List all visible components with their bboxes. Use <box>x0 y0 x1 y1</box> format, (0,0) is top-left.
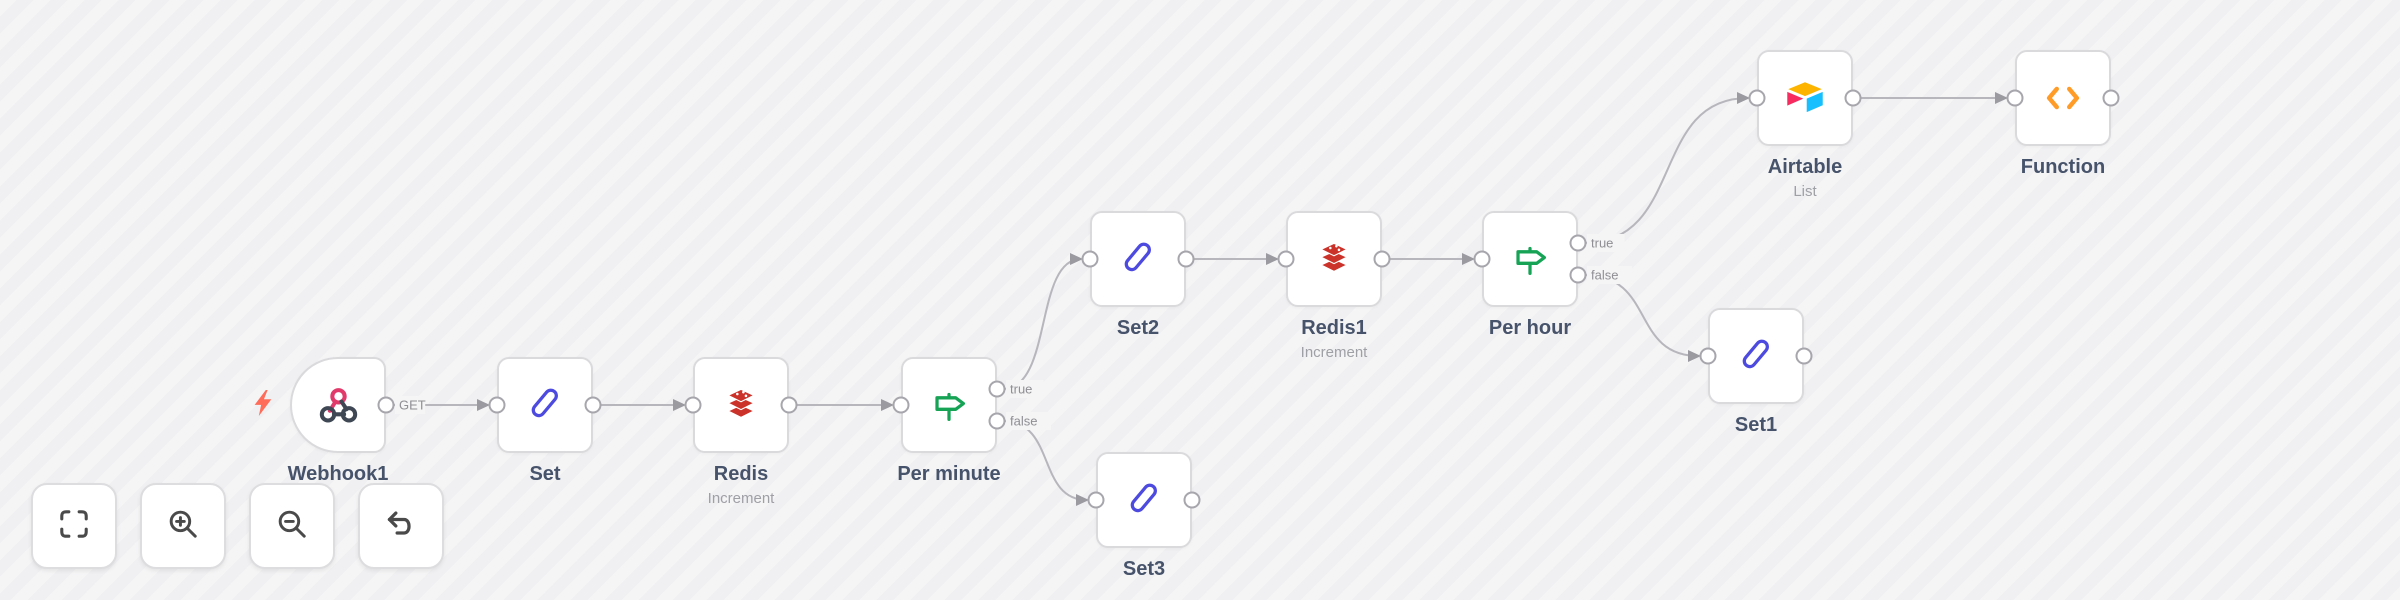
redis-icon <box>1312 237 1356 281</box>
input-port[interactable] <box>1277 250 1295 268</box>
input-port[interactable] <box>892 396 910 414</box>
node-wrap-function: Function <box>2015 50 2111 178</box>
output-port[interactable] <box>377 396 395 414</box>
node-label: Redis1 <box>1301 317 1367 339</box>
pen-icon <box>1115 236 1161 282</box>
redis-icon <box>719 383 763 427</box>
if-signpost-icon <box>926 382 972 428</box>
fit-view-icon <box>56 506 92 547</box>
node-set2[interactable] <box>1090 211 1186 307</box>
node-per-minute[interactable] <box>901 357 997 453</box>
node-wrap-webhook1: Webhook1 <box>254 357 388 485</box>
node-wrap-per-hour: Per hour <box>1482 211 1578 339</box>
output-port[interactable] <box>1177 250 1195 268</box>
output-port[interactable] <box>988 412 1006 430</box>
node-wrap-set1: Set1 <box>1708 308 1804 436</box>
output-port[interactable] <box>1569 234 1587 252</box>
output-port[interactable] <box>2102 89 2120 107</box>
zoom-in-icon <box>165 506 201 547</box>
canvas-controls <box>31 483 444 569</box>
function-icon <box>2040 75 2086 121</box>
zoom-out-icon <box>274 506 310 547</box>
node-subtitle: Increment <box>707 490 775 507</box>
node-subtitle: Increment <box>1300 344 1368 361</box>
undo-button[interactable] <box>358 483 444 569</box>
webhook-icon <box>316 383 361 428</box>
node-label: Set <box>529 463 561 485</box>
output-port[interactable] <box>584 396 602 414</box>
node-wrap-set2: Set2 <box>1090 211 1186 339</box>
node-label: Set3 <box>1122 558 1166 580</box>
input-port[interactable] <box>684 396 702 414</box>
undo-icon <box>383 506 419 547</box>
node-set[interactable] <box>497 357 593 453</box>
input-port[interactable] <box>1081 250 1099 268</box>
node-subtitle: List <box>1793 183 1817 200</box>
node-webhook1[interactable] <box>290 357 386 453</box>
node-set3[interactable] <box>1096 452 1192 548</box>
output-port[interactable] <box>1373 250 1391 268</box>
output-port[interactable] <box>1844 89 1862 107</box>
node-redis[interactable] <box>693 357 789 453</box>
input-port[interactable] <box>2006 89 2024 107</box>
zoom-in-button[interactable] <box>140 483 226 569</box>
zoom-out-button[interactable] <box>249 483 335 569</box>
node-wrap-per-minute: Per minute <box>897 357 1001 485</box>
pen-icon <box>522 382 568 428</box>
pen-icon <box>1733 333 1779 379</box>
node-redis1[interactable] <box>1286 211 1382 307</box>
node-wrap-set: Set <box>497 357 593 485</box>
node-wrap-set3: Set3 <box>1096 452 1192 580</box>
input-port[interactable] <box>1473 250 1491 268</box>
if-signpost-icon <box>1507 236 1553 282</box>
zoom-to-fit-button[interactable] <box>31 483 117 569</box>
node-label: Set1 <box>1734 414 1778 436</box>
node-function[interactable] <box>2015 50 2111 146</box>
airtable-icon <box>1782 75 1828 121</box>
output-port[interactable] <box>988 380 1006 398</box>
node-set1[interactable] <box>1708 308 1804 404</box>
output-port[interactable] <box>1569 266 1587 284</box>
node-label: Redis <box>713 463 769 485</box>
node-label: Per minute <box>897 463 1001 485</box>
node-label: Function <box>2020 156 2106 178</box>
node-per-hour[interactable] <box>1482 211 1578 307</box>
node-label: Airtable <box>1767 156 1843 178</box>
trigger-bolt-icon <box>254 390 272 416</box>
output-port[interactable] <box>780 396 798 414</box>
node-label: Per hour <box>1488 317 1572 339</box>
input-port[interactable] <box>1748 89 1766 107</box>
input-port[interactable] <box>488 396 506 414</box>
input-port[interactable] <box>1087 491 1105 509</box>
output-port[interactable] <box>1183 491 1201 509</box>
node-airtable[interactable] <box>1757 50 1853 146</box>
pen-icon <box>1121 477 1167 523</box>
node-label: Webhook1 <box>287 463 389 485</box>
output-port[interactable] <box>1795 347 1813 365</box>
node-label: Set2 <box>1116 317 1160 339</box>
input-port[interactable] <box>1699 347 1717 365</box>
